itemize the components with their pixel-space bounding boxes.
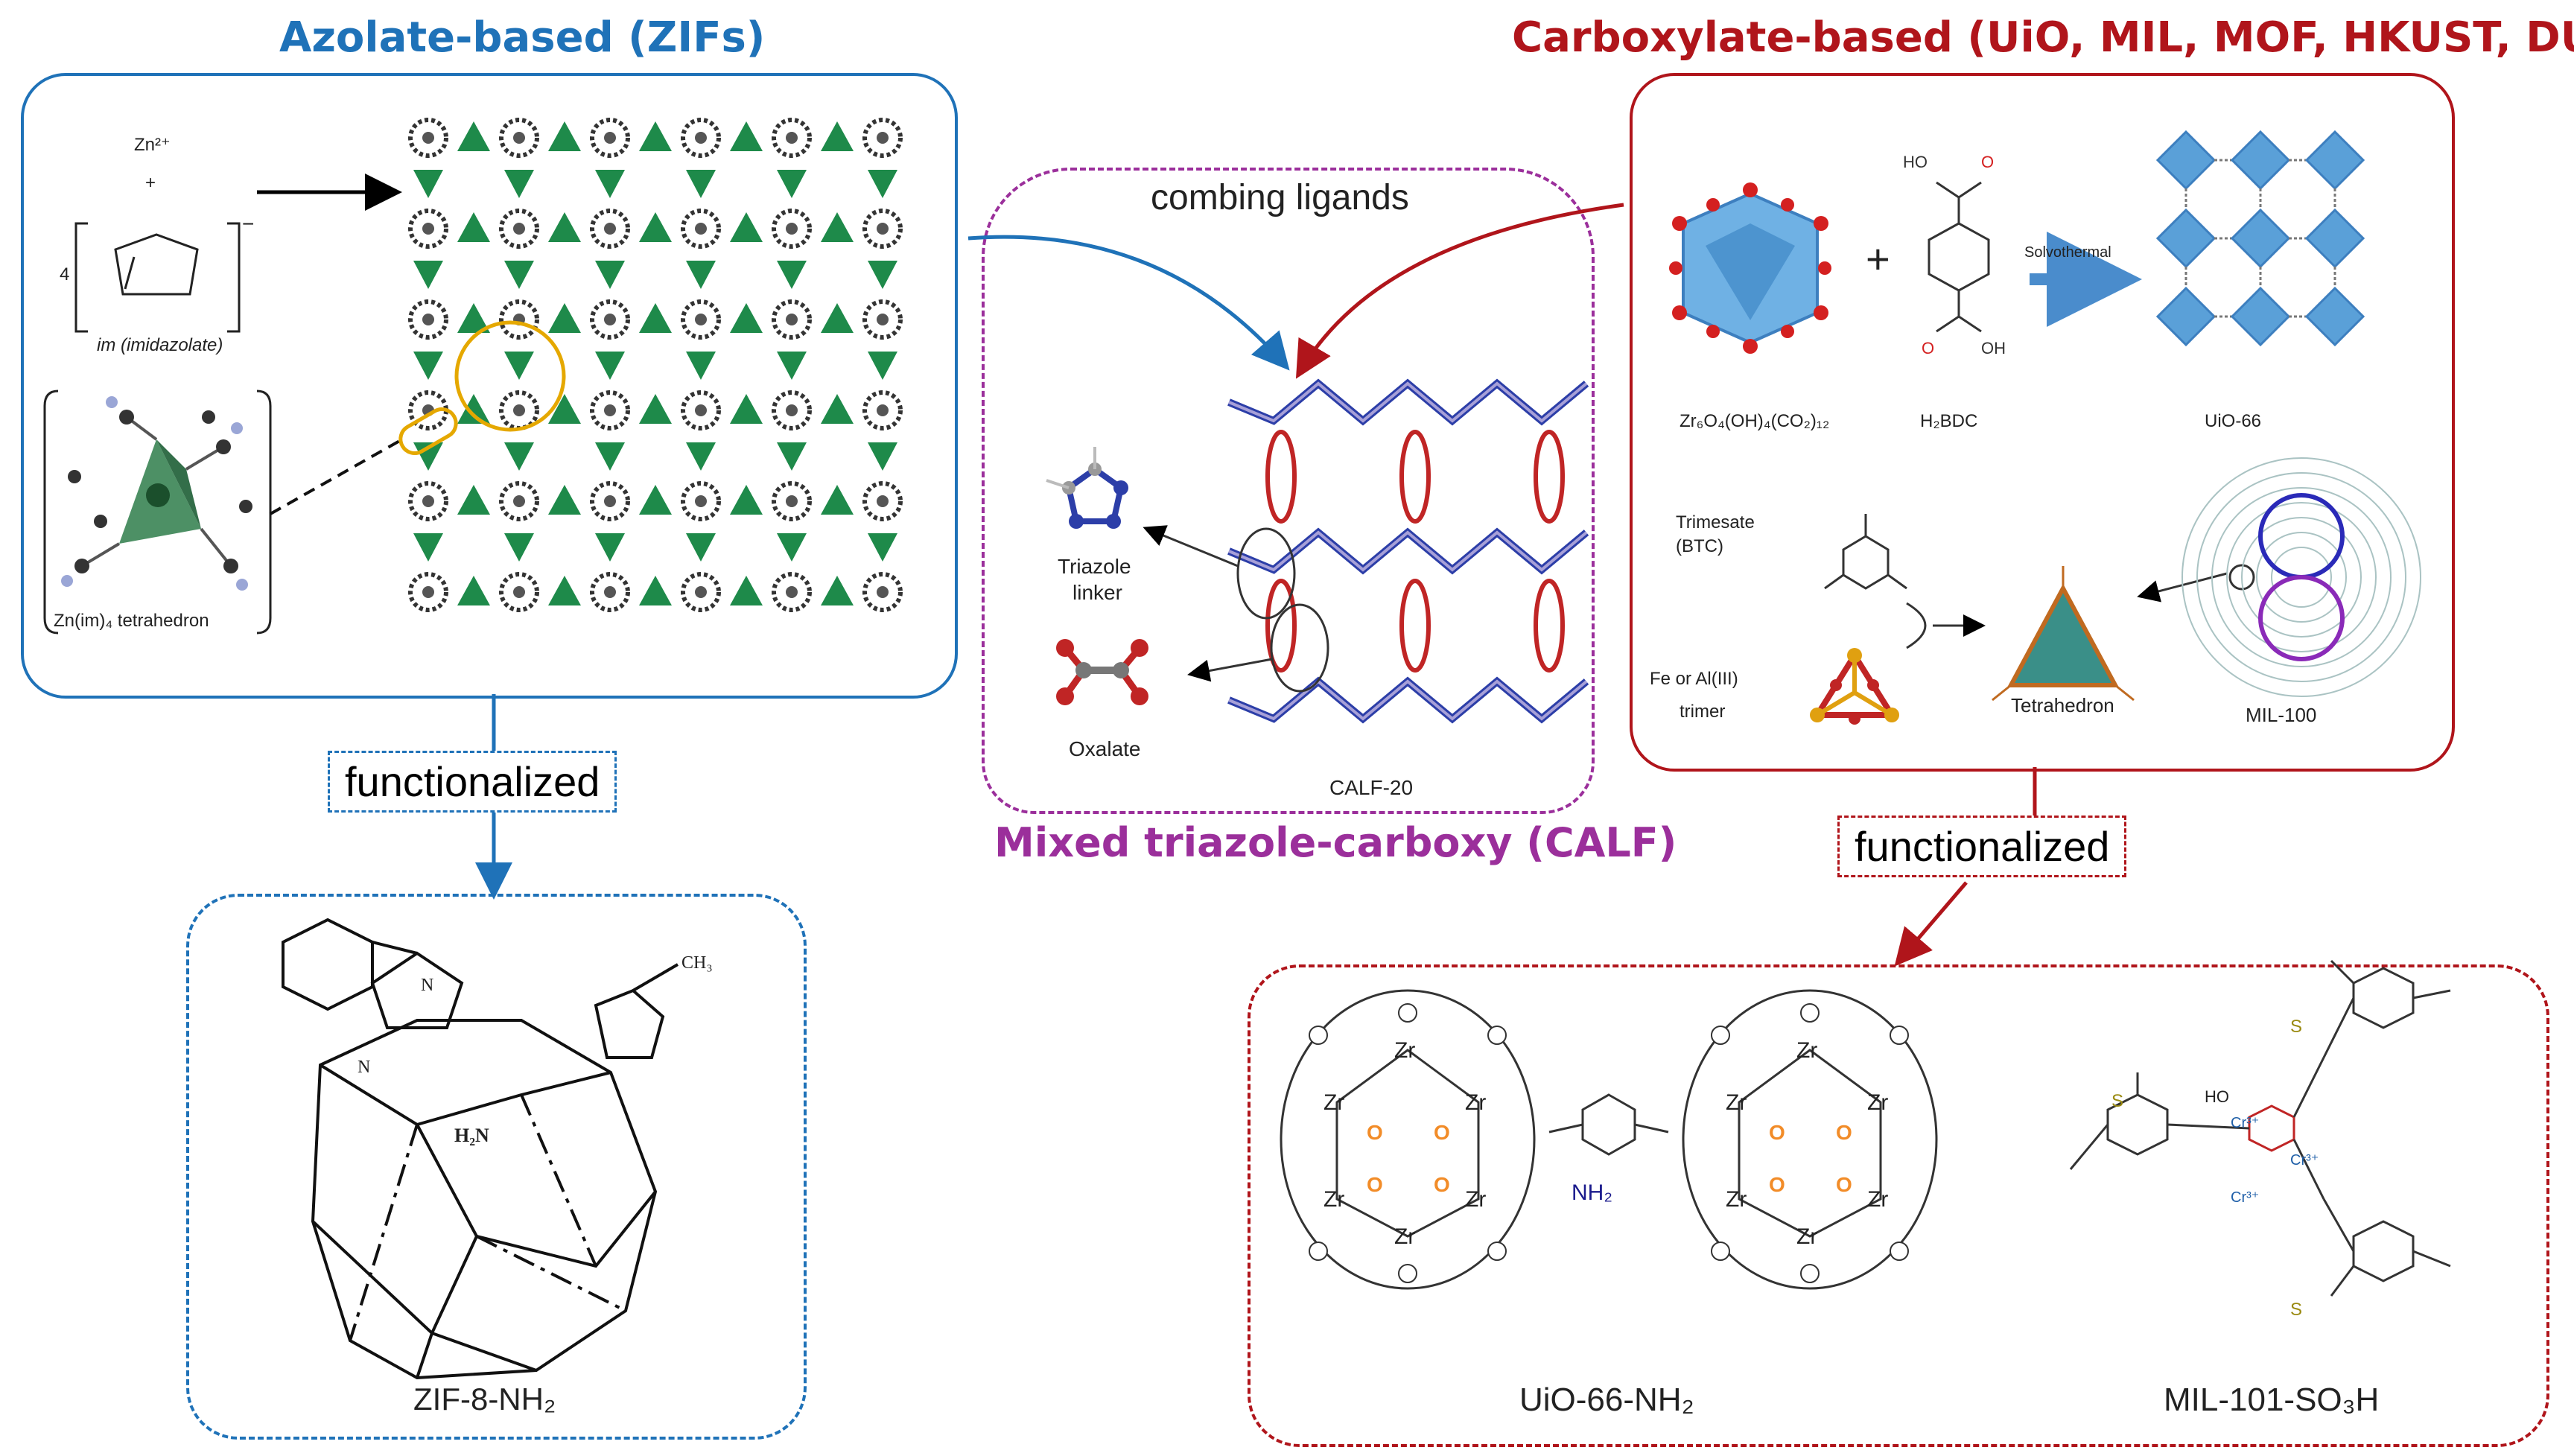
zoom-circle-highlight — [454, 320, 566, 432]
svg-text:Zr: Zr — [1465, 1090, 1486, 1115]
metal-trimer-structure — [1810, 648, 1899, 725]
nh2-label: NH₂ — [1572, 1180, 1612, 1205]
imidazolate-caption: im (imidazolate) — [97, 335, 223, 355]
n-label-1: N — [421, 976, 434, 995]
plus-sign: + — [145, 173, 156, 193]
zr-cluster-label: Zr₆O₄(OH)₄(CO₂)₁₂ — [1680, 411, 1830, 431]
mil101-so3h-caption: MIL-101-SO₃H — [2164, 1382, 2380, 1418]
functionalized-left-tag: functionalized — [328, 751, 617, 813]
zif8-nh2-caption: ZIF-8-NH₂ — [413, 1382, 556, 1417]
svg-text:O: O — [1434, 1121, 1450, 1144]
uio66-label: UiO-66 — [2205, 411, 2262, 431]
svg-text:Zr: Zr — [1796, 1224, 1817, 1249]
azolate-title: Azolate-based (ZIFs) — [279, 13, 766, 62]
svg-text:O: O — [1367, 1121, 1383, 1144]
combining-ligands-label: combing ligands — [1151, 178, 1409, 217]
svg-text:Zr: Zr — [1323, 1090, 1344, 1115]
oxalate-label: Oxalate — [1069, 737, 1141, 760]
mil100-cage-image — [2181, 457, 2421, 697]
mil101-so3h-structure — [2069, 959, 2451, 1297]
trimesate-structure — [1824, 514, 1907, 590]
svg-text:O: O — [1769, 1121, 1785, 1144]
calf-panel — [982, 168, 1595, 814]
calf20-label: CALF-20 — [1329, 776, 1414, 799]
carboxylate-title: Carboxylate-based (UiO, MIL, MOF, HKUST,… — [1512, 13, 2574, 62]
svg-text:O: O — [1981, 153, 1994, 171]
cr-label-2: Cr³⁺ — [2290, 1152, 2319, 1169]
svg-text:Zr: Zr — [1867, 1090, 1888, 1115]
svg-text:Zr: Zr — [1726, 1187, 1747, 1212]
mil-tetrahedron-image — [1992, 566, 2135, 702]
uio66-nh2-linker — [1548, 1093, 1669, 1156]
uio66-framework-image — [2155, 130, 2365, 347]
s-label-2: S — [2111, 1091, 2124, 1111]
triazole-label-1: Triazole — [1058, 555, 1131, 578]
svg-text:O: O — [1836, 1121, 1852, 1144]
calf-oxalate-highlight — [1270, 603, 1329, 693]
svg-text:O: O — [1836, 1173, 1852, 1196]
trimer-label-2: trimer — [1680, 702, 1726, 722]
h2bdc-label: H₂BDC — [1920, 411, 1978, 431]
calf-linker-highlight — [1236, 527, 1296, 620]
svg-text:Zr: Zr — [1394, 1038, 1415, 1063]
zn-ion-label: Zn²⁺ — [134, 135, 171, 155]
plus-sign-carboxylate: + — [1866, 235, 1890, 282]
functionalized-right-tag: functionalized — [1837, 816, 2127, 877]
svg-text:Zr: Zr — [1796, 1038, 1817, 1063]
mil100-label: MIL-100 — [2246, 704, 2317, 726]
azolate-panel — [21, 73, 958, 699]
solvothermal-label: Solvothermal — [2024, 244, 2111, 261]
h2n-label: H₂N — [454, 1125, 489, 1146]
svg-text:HO: HO — [1903, 153, 1928, 171]
zoom-ellipse-highlight — [398, 407, 458, 455]
zif8-nh2-structure — [282, 918, 679, 1380]
trimesate-label-1: Trimesate — [1676, 512, 1755, 533]
s-label-1: S — [2290, 1017, 2303, 1037]
svg-text:O: O — [1434, 1173, 1450, 1196]
svg-text:Zr: Zr — [1394, 1224, 1415, 1249]
tetrahedron-bracket — [43, 390, 272, 635]
trimer-label-1: Fe or Al(III) — [1650, 669, 1738, 689]
arrow-carboxylate-to-calf — [1295, 203, 1624, 379]
cr-label-1: Cr³⁺ — [2231, 1115, 2260, 1131]
carboxylate-panel — [1630, 73, 2455, 772]
charge-label: − — [242, 212, 255, 235]
triazole-molecule — [1046, 447, 1128, 529]
svg-text:Zr: Zr — [1323, 1187, 1344, 1212]
cr-label-3: Cr³⁺ — [2231, 1189, 2260, 1206]
arrow-to-functionalized-carboxylate — [1894, 881, 1968, 967]
triazole-label-2: linker — [1072, 581, 1122, 604]
tetrahedron-label: Tetrahedron — [2011, 694, 2114, 716]
imidazolate-structure — [74, 222, 241, 333]
svg-text:Zr: Zr — [1867, 1187, 1888, 1212]
oxalate-molecule — [1056, 639, 1148, 705]
zif-framework-image — [408, 118, 903, 612]
calf20-framework-image — [1227, 378, 1589, 724]
h2bdc-structure — [1928, 181, 1990, 333]
ho-label-mil: HO — [2205, 1087, 2229, 1106]
uio66-nh2-caption: UiO-66-NH₂ — [1519, 1382, 1694, 1418]
svg-text:Zr: Zr — [1726, 1090, 1747, 1115]
svg-text:OH: OH — [1981, 339, 2006, 357]
arrow-azolate-to-calf — [967, 235, 1290, 371]
ch3-label: CH₃ — [681, 953, 713, 973]
trimesate-label-2: (BTC) — [1676, 536, 1723, 556]
zn-tetrahedron — [61, 396, 252, 591]
coefficient-label: 4 — [60, 264, 70, 284]
zr-cluster-image — [1669, 182, 1831, 354]
tetrahedron-caption: Zn(im)₄ tetrahedron — [54, 611, 209, 631]
n-label-2: N — [358, 1058, 371, 1077]
svg-text:Zr: Zr — [1465, 1187, 1486, 1212]
svg-text:O: O — [1367, 1173, 1383, 1196]
svg-text:O: O — [1922, 339, 1934, 357]
zoom-link-dashed — [270, 438, 403, 515]
s-label-3: S — [2290, 1300, 2303, 1320]
mixed-title: Mixed triazole-carboxy (CALF) — [994, 819, 1677, 866]
svg-text:O: O — [1769, 1173, 1785, 1196]
